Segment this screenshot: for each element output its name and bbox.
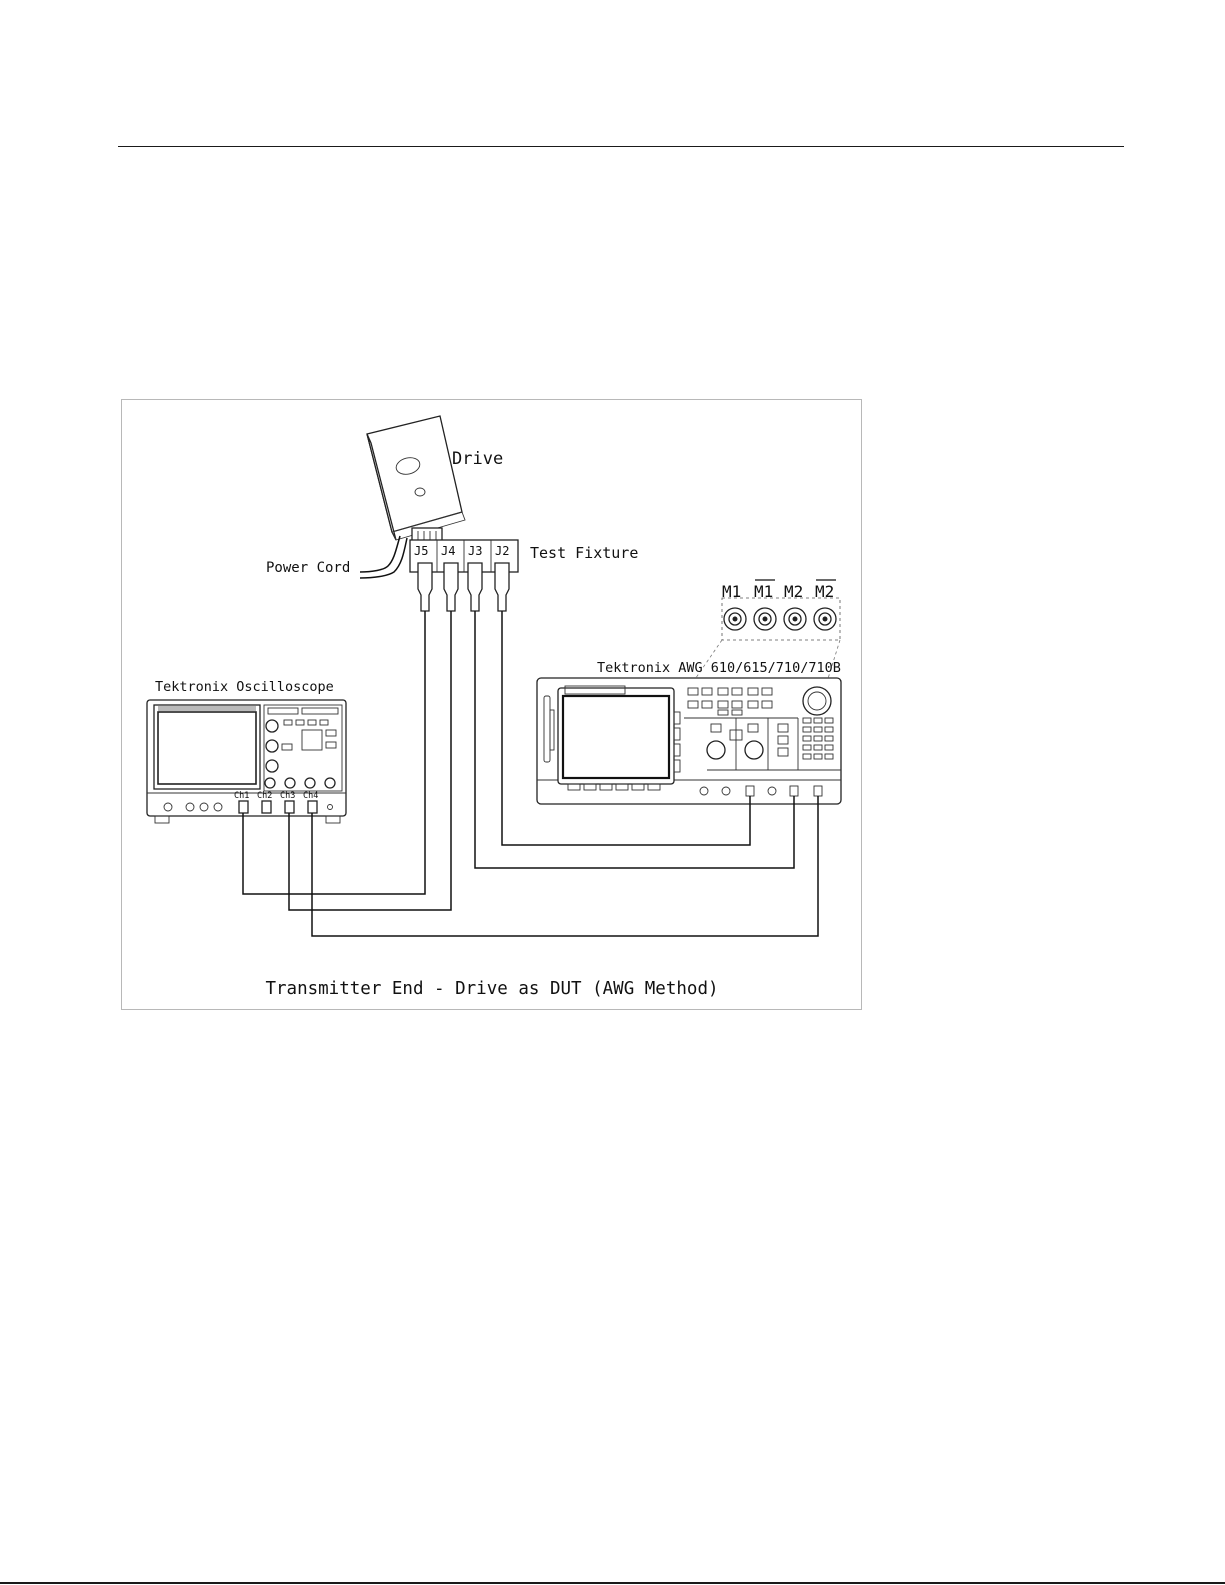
setup-diagram-figure: Drive Power Cord J5 J4 J3 J2 Test Fixtur… bbox=[121, 399, 862, 1010]
marker-port-m1-bar: M1 bbox=[754, 582, 773, 601]
sma-connector-j5 bbox=[418, 563, 432, 611]
awg-instrument bbox=[537, 678, 841, 804]
sma-connector-j3 bbox=[468, 563, 482, 611]
sma-connector-j2 bbox=[495, 563, 509, 611]
connection-diagram: Drive Power Cord J5 J4 J3 J2 Test Fixtur… bbox=[122, 400, 863, 1011]
hard-drive-icon bbox=[367, 416, 465, 544]
test-fixture-label: Test Fixture bbox=[530, 544, 638, 562]
oscilloscope-instrument bbox=[147, 700, 346, 823]
scope-channel-1: Ch1 bbox=[234, 791, 249, 801]
fixture-port-j3: J3 bbox=[468, 544, 482, 558]
power-cord bbox=[360, 536, 407, 578]
cable-awg-out3-to-ch4 bbox=[312, 796, 818, 936]
footer-rule bbox=[0, 1582, 1225, 1584]
marker-port-m2: M2 bbox=[784, 582, 803, 601]
power-cord-label: Power Cord bbox=[266, 560, 350, 576]
fixture-port-j2: J2 bbox=[495, 544, 509, 558]
scope-channel-3: Ch3 bbox=[280, 791, 295, 801]
awg-label: Tektronix AWG 610/615/710/710B bbox=[597, 660, 841, 676]
marker-port-m1: M1 bbox=[722, 582, 741, 601]
header-rule bbox=[118, 146, 1124, 147]
sma-connector-j4 bbox=[444, 563, 458, 611]
fixture-port-j4: J4 bbox=[441, 544, 455, 558]
fixture-port-j5: J5 bbox=[414, 544, 428, 558]
oscilloscope-label: Tektronix Oscilloscope bbox=[155, 679, 334, 695]
marker-port-m2-bar: M2 bbox=[815, 582, 834, 601]
figure-caption: Transmitter End - Drive as DUT (AWG Meth… bbox=[265, 979, 718, 999]
drive-label: Drive bbox=[452, 449, 503, 469]
scope-channel-2: Ch2 bbox=[257, 791, 272, 801]
scope-channel-4: Ch4 bbox=[303, 791, 318, 801]
